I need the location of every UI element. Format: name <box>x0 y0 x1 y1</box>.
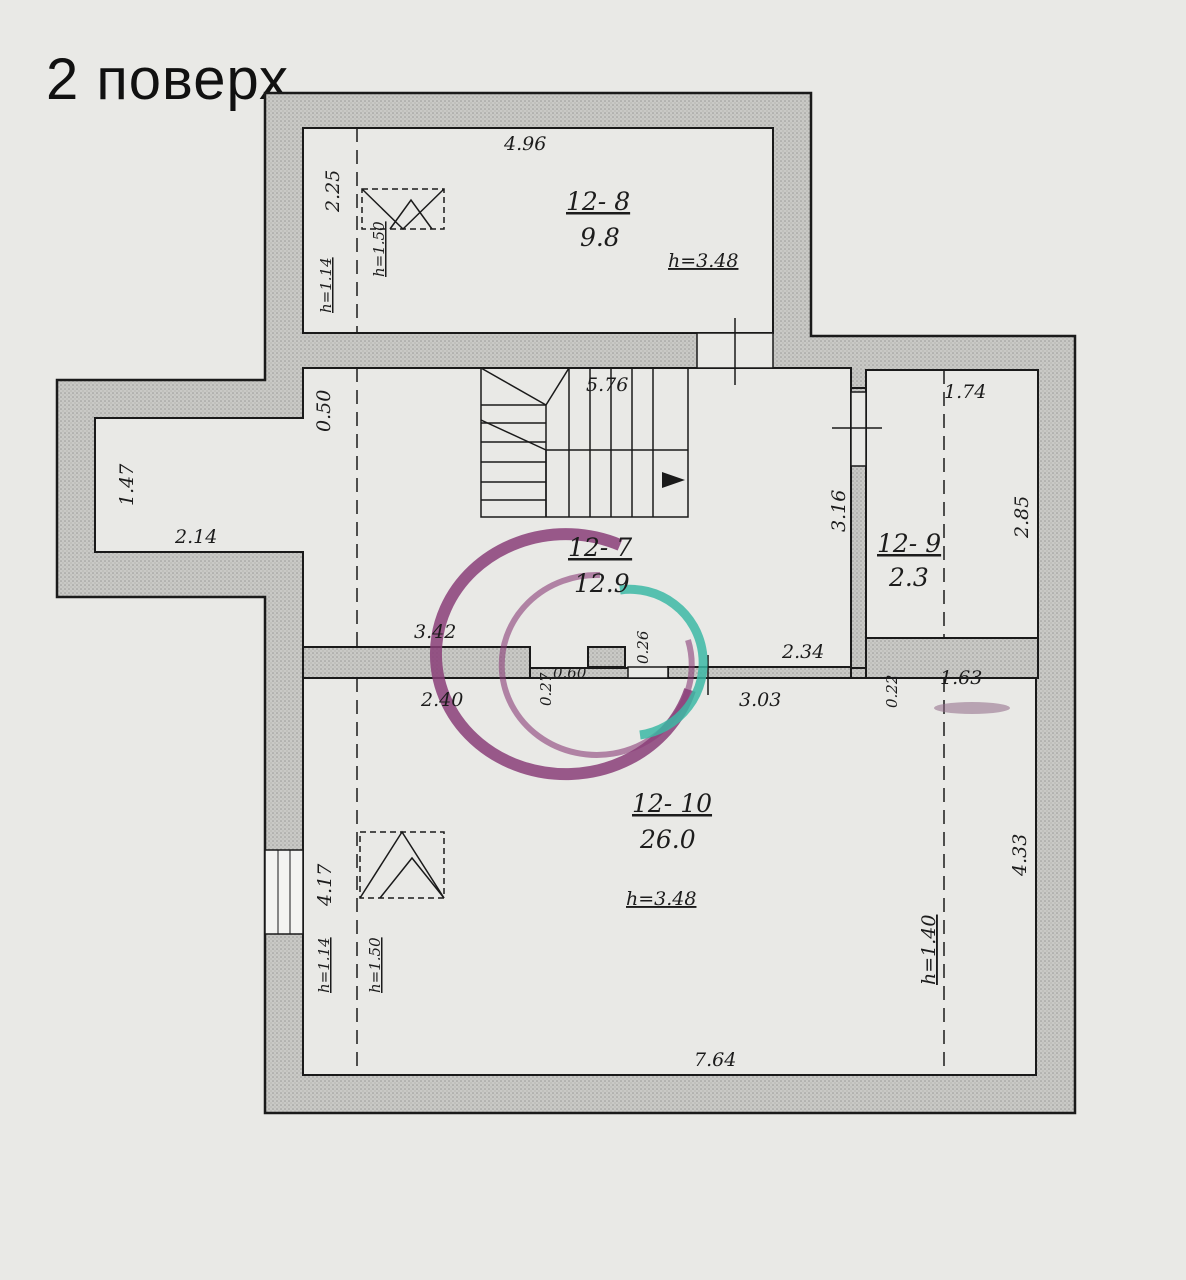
door-opening-12-9 <box>850 391 867 467</box>
slope-lines <box>356 128 945 1075</box>
dim-1-63: 1.63 <box>940 667 982 689</box>
room-12-8-height: h=3.48 <box>668 250 738 272</box>
dim-0-27: 0.27 <box>537 672 555 706</box>
room-12-7-area: 12.9 <box>574 569 630 598</box>
dim-4-33: 4.33 <box>1009 834 1031 877</box>
interior-wall-7-10 <box>302 646 531 679</box>
dim-2-34: 2.34 <box>781 641 824 663</box>
interior-wall-7-10-right <box>667 666 852 679</box>
dim-7-64: 7.64 <box>694 1049 736 1071</box>
room-12-7-number: 12- 7 <box>568 533 632 562</box>
room-12-8-number: 12- 8 <box>566 187 630 216</box>
dim-3-16: 3.16 <box>828 490 850 532</box>
slope-h-1-40: h=1.40 <box>918 915 940 985</box>
dim-2-85: 2.85 <box>1011 496 1033 539</box>
dim-4-96: 4.96 <box>503 133 546 155</box>
dim-2-14: 2.14 <box>174 526 217 548</box>
floor-title: 2 поверх <box>46 47 290 112</box>
ink-smudge <box>934 702 1010 714</box>
dim-2-25: 2.25 <box>322 170 344 213</box>
roof-window-12-8 <box>361 188 445 231</box>
room-12-10-height: h=3.48 <box>626 888 696 910</box>
room-12-9-interior <box>865 369 1039 639</box>
dim-0-22: 0.22 <box>883 675 901 708</box>
room-12-10-area: 26.0 <box>639 825 696 854</box>
stair-direction-arrow-icon <box>662 472 685 488</box>
dim-0-50: 0.50 <box>313 390 335 432</box>
room-12-8-area: 9.8 <box>580 223 620 252</box>
dim-1-47: 1.47 <box>116 463 138 506</box>
room-12-8-interior <box>302 127 774 334</box>
room-12-10-interior <box>302 677 1037 1076</box>
dim-0-26: 0.26 <box>634 630 652 664</box>
slope-h-1-50-bottom: h=1.50 <box>366 937 384 993</box>
watermark-logo-icon <box>429 528 708 781</box>
dim-0-60: 0.60 <box>553 664 587 682</box>
staircase <box>480 367 689 518</box>
dim-1-74: 1.74 <box>944 381 986 403</box>
window-12-10 <box>264 849 304 935</box>
slope-h-1-14-bottom: h=1.14 <box>315 937 333 993</box>
room-12-10-number: 12- 10 <box>632 789 712 818</box>
dim-2-40: 2.40 <box>420 689 463 711</box>
dim-4-17: 4.17 <box>314 863 336 907</box>
room-12-9-area: 2.3 <box>888 563 929 592</box>
slope-h-1-14-top: h=1.14 <box>317 257 335 313</box>
dim-5-76: 5.76 <box>586 374 628 396</box>
dim-3-42: 3.42 <box>414 621 456 643</box>
roof-window-12-10 <box>359 830 445 899</box>
room-12-9-number: 12- 9 <box>877 529 941 558</box>
interior-wall-jog <box>587 646 626 668</box>
slope-h-1-50-top: h=1.50 <box>370 221 388 277</box>
door-opening-12-10 <box>627 666 669 679</box>
dim-3-03: 3.03 <box>739 689 781 711</box>
